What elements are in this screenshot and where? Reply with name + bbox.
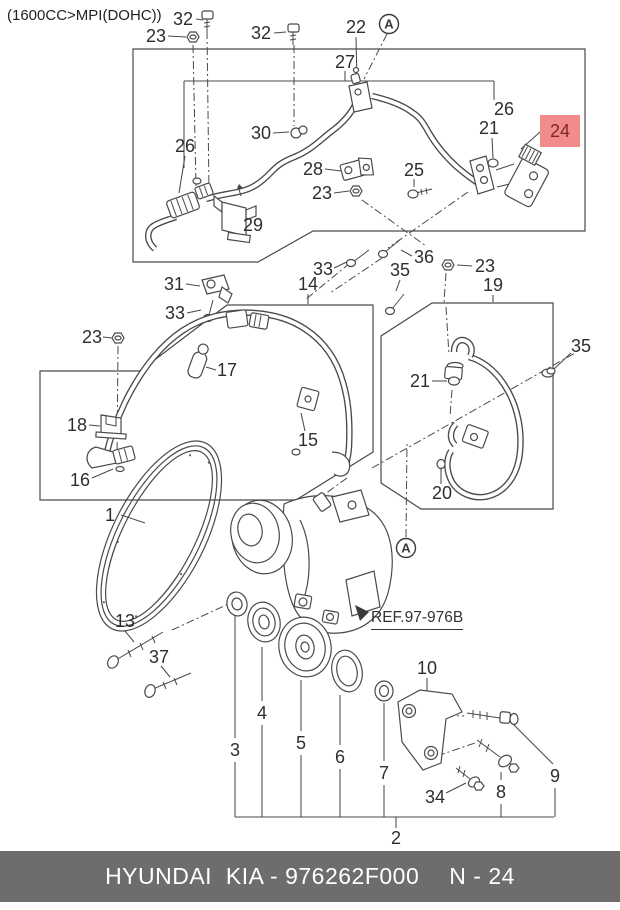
callout-35-mid: 35 bbox=[389, 260, 411, 280]
callout-8: 8 bbox=[495, 782, 507, 802]
belt-art bbox=[95, 440, 223, 632]
catalog-footer-bar: HYUNDAI KIA - 976262F000 N - 24 bbox=[0, 851, 620, 902]
callout-14: 14 bbox=[297, 274, 319, 294]
callout-7: 7 bbox=[378, 763, 390, 783]
callout-6: 6 bbox=[334, 747, 346, 767]
callout-33-mid: 33 bbox=[312, 259, 334, 279]
callout-28: 28 bbox=[302, 159, 324, 179]
callout-25: 25 bbox=[403, 160, 425, 180]
callout-15: 15 bbox=[297, 430, 319, 450]
callout-36: 36 bbox=[413, 247, 435, 267]
callout-16: 16 bbox=[69, 470, 91, 490]
callout-4: 4 bbox=[256, 703, 268, 723]
callout-21-top: 21 bbox=[478, 118, 500, 138]
suction-hose-art bbox=[86, 309, 353, 477]
callout-3: 3 bbox=[229, 740, 241, 760]
callout-29: 29 bbox=[242, 215, 264, 235]
ref-compressor-link[interactable]: REF.97-976B bbox=[371, 609, 464, 630]
callout-37: 37 bbox=[148, 647, 170, 667]
callout-23-mid: 23 bbox=[311, 183, 333, 203]
callout-34: 34 bbox=[424, 787, 446, 807]
callout-18: 18 bbox=[66, 415, 88, 435]
callout-17: 17 bbox=[216, 360, 238, 380]
section-marker-letter: A bbox=[384, 17, 394, 32]
callout-20: 20 bbox=[431, 483, 453, 503]
callout-26-left: 26 bbox=[174, 136, 196, 156]
highlight-callout-24[interactable]: 24 bbox=[540, 115, 580, 147]
callout-19: 19 bbox=[482, 275, 504, 295]
callout-13: 13 bbox=[114, 611, 136, 631]
section-marker-letter: A bbox=[401, 541, 411, 556]
footer-page-number: N - 24 bbox=[449, 863, 515, 889]
compressor-art bbox=[230, 489, 393, 634]
pulley-stack-art bbox=[226, 591, 394, 702]
tensioner-bolt-art bbox=[106, 631, 192, 698]
solid-leaders bbox=[88, 18, 556, 828]
callout-31: 31 bbox=[163, 274, 185, 294]
callout-35-right: 35 bbox=[570, 336, 592, 356]
callout-32-top-right: 32 bbox=[250, 23, 272, 43]
callout-23-left: 23 bbox=[81, 327, 103, 347]
dash-dot-leaders bbox=[116, 30, 576, 757]
callout-26-right: 26 bbox=[493, 99, 515, 119]
callout-2: 2 bbox=[390, 828, 402, 848]
callout-21-mid: 21 bbox=[409, 371, 431, 391]
discharge-pipe-art bbox=[145, 66, 549, 252]
callout-10: 10 bbox=[416, 658, 438, 678]
section-marker-a-mid: A bbox=[395, 537, 417, 559]
callout-22: 22 bbox=[345, 17, 367, 37]
callout-32-top-left: 32 bbox=[172, 9, 194, 29]
callout-23-top-left: 23 bbox=[145, 26, 167, 46]
liquid-hose-art bbox=[436, 336, 524, 501]
callout-5: 5 bbox=[295, 733, 307, 753]
callout-33-left: 33 bbox=[164, 303, 186, 323]
callout-30: 30 bbox=[250, 123, 272, 143]
footer-catalog-number: HYUNDAI KIA - 976262F000 bbox=[105, 863, 420, 889]
callout-23-mid-right: 23 bbox=[474, 256, 496, 276]
callout-27: 27 bbox=[334, 52, 356, 72]
engine-variant-title: (1600CC>MPI(DOHC)) bbox=[7, 7, 162, 24]
callout-9: 9 bbox=[549, 766, 561, 786]
section-marker-a-top: A bbox=[378, 13, 400, 35]
mount-bracket-art bbox=[397, 689, 520, 791]
callout-1: 1 bbox=[104, 505, 116, 525]
